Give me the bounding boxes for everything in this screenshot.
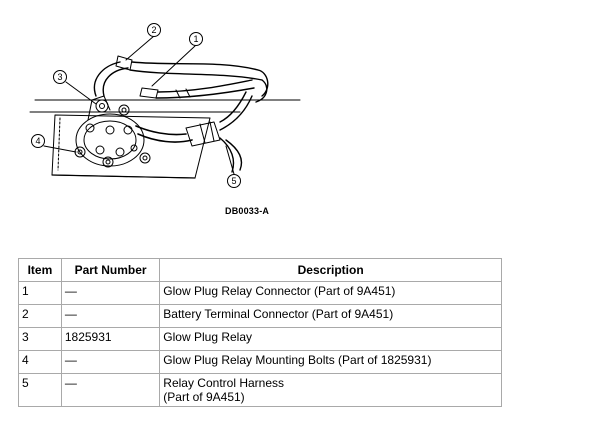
part-number-cell: — (61, 351, 160, 373)
header-item: Item (19, 259, 61, 281)
table-row: 1 — Glow Plug Relay Connector (Part of 9… (19, 282, 501, 304)
description-line: Relay Control Harness (163, 376, 285, 390)
description-cell: Glow Plug Relay Connector (Part of 9A451… (160, 282, 501, 304)
item-cell: 3 (19, 328, 61, 350)
callout-2-label: 2 (151, 25, 156, 35)
callout-5 (227, 174, 241, 188)
description-line: Glow Plug Relay (163, 330, 253, 344)
mounting-bolt (102, 156, 114, 168)
callout-4-label: 4 (35, 136, 40, 146)
table-row: 3 1825931 Glow Plug Relay (19, 328, 501, 350)
leader-line-5 (225, 145, 235, 175)
parts-table: Item Part Number Description 1 — Glow Pl… (18, 258, 502, 407)
harness-connector (185, 121, 221, 147)
part-number-cell: 1825931 (61, 328, 160, 350)
item-cell: 2 (19, 305, 61, 327)
relay-connector (139, 87, 159, 99)
relay-terminal (118, 104, 130, 116)
glow-plug-relay-diagram: 1 2 3 4 5 DB0033-A (29, 23, 301, 216)
description-cell: Glow Plug Relay (160, 328, 501, 350)
callout-5-label: 5 (231, 176, 236, 186)
description-cell: Glow Plug Relay Mounting Bolts (Part of … (160, 351, 501, 373)
leader-line-3 (65, 81, 97, 105)
leader-line-4 (43, 145, 77, 153)
relay-body (75, 113, 145, 167)
description-cell: Relay Control Harness(Part of 9A451) (160, 374, 501, 406)
callout-2 (147, 23, 161, 37)
mounting-bolt (139, 152, 151, 164)
item-cell: 5 (19, 374, 61, 406)
header-part-number: Part Number (61, 259, 160, 281)
part-number-cell: — (61, 282, 160, 304)
figure-id-label: DB0033-A (225, 206, 270, 216)
description-line: (Part of 9A451) (163, 390, 245, 404)
table-header-row: Item Part Number Description (19, 259, 501, 281)
table-row: 2 — Battery Terminal Connector (Part of … (19, 305, 501, 327)
description-cell: Battery Terminal Connector (Part of 9A45… (160, 305, 501, 327)
table-row: 5 — Relay Control Harness(Part of 9A451) (19, 374, 501, 406)
item-cell: 4 (19, 351, 61, 373)
relay-illustration: 1 2 3 4 5 (29, 23, 301, 188)
callout-4 (31, 134, 45, 148)
description-line: Glow Plug Relay Mounting Bolts (Part of … (163, 353, 432, 367)
callout-3 (53, 70, 67, 84)
leader-line-2 (125, 35, 155, 61)
table-row: 4 — Glow Plug Relay Mounting Bolts (Part… (19, 351, 501, 373)
callout-1 (189, 32, 203, 46)
item-cell: 1 (19, 282, 61, 304)
description-line: Battery Terminal Connector (Part of 9A45… (163, 307, 394, 321)
callout-1-label: 1 (193, 34, 198, 44)
leader-line-1 (151, 45, 196, 87)
description-line: Glow Plug Relay Connector (Part of 9A451… (163, 284, 396, 298)
relay-terminal (95, 99, 109, 113)
header-description: Description (160, 259, 501, 281)
part-number-cell: — (61, 305, 160, 327)
callout-3-label: 3 (57, 72, 62, 82)
part-number-cell: — (61, 374, 160, 406)
